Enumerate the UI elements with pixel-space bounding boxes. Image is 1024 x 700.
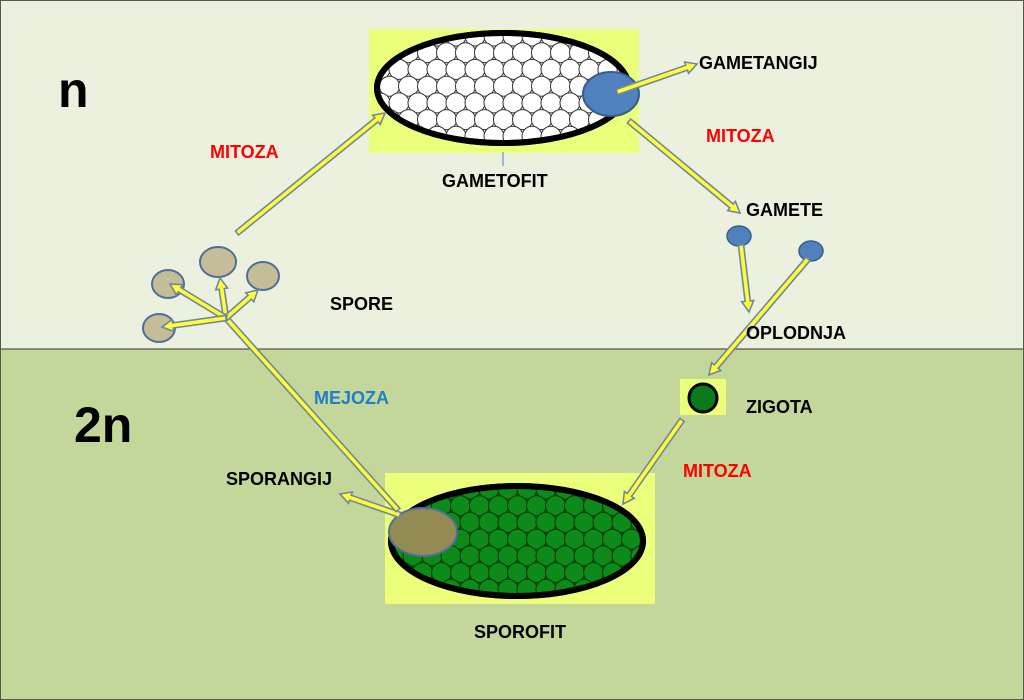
label-mitoza-right: MITOZA: [706, 126, 775, 146]
arrow-spores-to-gametofit: [234, 111, 387, 237]
gametofit-cell: [445, 36, 467, 47]
arrow-to-spore-4: [160, 314, 228, 333]
sporofit-cell: [535, 489, 557, 500]
label-oplodnja: OPLODNJA: [746, 323, 846, 343]
label-mitoza-bottom: MITOZA: [683, 461, 752, 481]
gamete-left: [726, 225, 752, 247]
label-sporangij: SPORANGIJ: [226, 469, 332, 489]
spore-2: [246, 261, 280, 291]
label-gametangij: GAMETANGIJ: [699, 53, 818, 73]
arrows-layer: [160, 60, 812, 519]
gametangij-body: [582, 71, 640, 117]
gametofit-cell: [521, 36, 543, 47]
arrow-gametofit-to-gametes: [626, 117, 742, 215]
spore-1: [199, 246, 237, 278]
label-mejoza: MEJOZA: [314, 388, 389, 408]
arrow-zigota-to-sporofit: [622, 417, 686, 506]
arrow-to-spore-3: [168, 283, 229, 322]
arrow-to-spore-2: [223, 288, 260, 322]
sporofit-cell: [459, 489, 481, 500]
arrow-gamete-left-to-oplodnja: [737, 243, 755, 314]
label-gamete: GAMETE: [746, 200, 823, 220]
arrow-sporangij-pointer: [338, 490, 402, 519]
zigota-cell: [687, 382, 719, 414]
sporofit-cell: [478, 489, 500, 500]
label-zigota: ZIGOTA: [746, 397, 813, 417]
arrow-gametangij-pointer: [615, 60, 699, 96]
gamete-right: [798, 240, 824, 262]
diploid-label: 2n: [74, 397, 132, 453]
label-mitoza-left: MITOZA: [210, 142, 279, 162]
gametofit-cell: [502, 36, 524, 47]
sporangij-body: [388, 507, 458, 557]
sporofit-cell: [497, 489, 519, 500]
haploid-label: n: [58, 62, 89, 118]
label-spore: SPORE: [330, 294, 393, 314]
gametofit-cell: [464, 36, 486, 47]
label-gametofit: GAMETOFIT: [442, 171, 548, 191]
gametofit-cell: [483, 36, 505, 47]
arrow-gamete-right-to-zigota: [707, 256, 812, 377]
label-sporofit: SPOROFIT: [474, 622, 566, 642]
sporofit-cell: [621, 528, 640, 550]
sporofit-cell: [516, 489, 538, 500]
